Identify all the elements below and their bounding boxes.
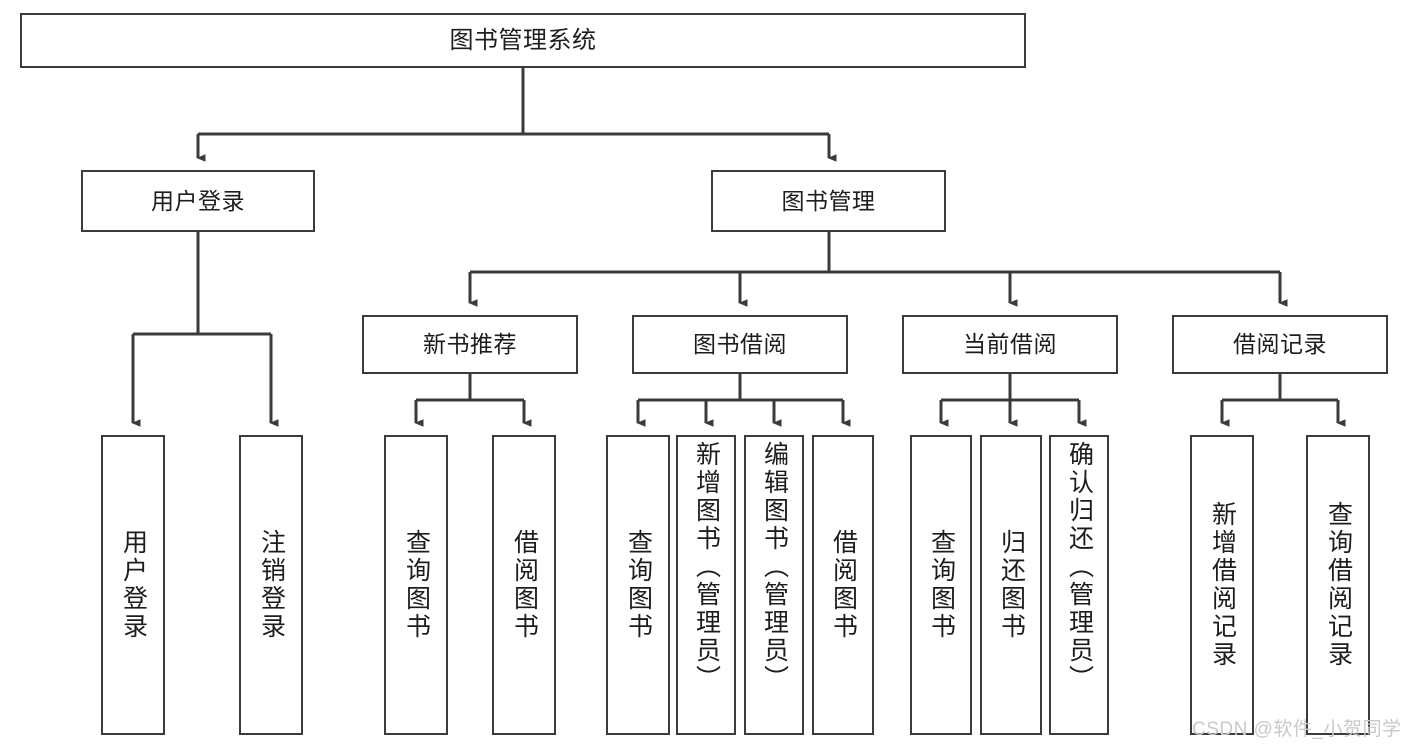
- leaf-bookborrow-add-book-label: 新增图书（管理员）: [692, 441, 721, 693]
- node-current-borrow-label: 当前借阅: [963, 331, 1057, 358]
- node-root-system-label: 图书管理系统: [449, 26, 597, 54]
- leaf-borrowrecord-query-record[interactable]: 查询借阅记录: [1306, 435, 1370, 735]
- leaf-borrowrecord-add-record-label: 新增借阅记录: [1208, 501, 1237, 669]
- leaf-newbook-borrow-book-label: 借阅图书: [510, 529, 539, 641]
- leaf-currentborrow-query-book[interactable]: 查询图书: [910, 435, 972, 735]
- node-user-login[interactable]: 用户登录: [81, 170, 315, 232]
- leaf-bookborrow-borrow-book[interactable]: 借阅图书: [812, 435, 874, 735]
- leaf-newbook-query-book-label: 查询图书: [402, 529, 431, 641]
- leaf-bookborrow-query-book-label: 查询图书: [624, 529, 653, 641]
- leaf-bookborrow-query-book[interactable]: 查询图书: [606, 435, 670, 735]
- watermark-credit: CSDN @软件_小贺同学: [1192, 719, 1402, 740]
- leaf-borrowrecord-add-record[interactable]: 新增借阅记录: [1190, 435, 1254, 735]
- node-book-management-label: 图书管理: [781, 187, 876, 214]
- leaf-currentborrow-confirm-return[interactable]: 确认归还（管理员）: [1049, 435, 1109, 735]
- leaf-bookborrow-edit-book[interactable]: 编辑图书（管理员）: [744, 435, 804, 735]
- leaf-logout-label: 注销登录: [257, 529, 286, 641]
- node-root-system[interactable]: 图书管理系统: [20, 13, 1026, 68]
- leaf-bookborrow-edit-book-label: 编辑图书（管理员）: [760, 441, 789, 693]
- leaf-logout[interactable]: 注销登录: [239, 435, 303, 735]
- node-borrow-record-label: 借阅记录: [1233, 331, 1327, 358]
- leaf-newbook-borrow-book[interactable]: 借阅图书: [492, 435, 556, 735]
- leaf-user-login-label: 用户登录: [119, 529, 148, 641]
- node-current-borrow[interactable]: 当前借阅: [902, 315, 1118, 374]
- node-borrow-record[interactable]: 借阅记录: [1172, 315, 1388, 374]
- node-user-login-label: 用户登录: [151, 187, 245, 214]
- node-new-book-recommend-label: 新书推荐: [423, 331, 517, 358]
- leaf-borrowrecord-query-record-label: 查询借阅记录: [1324, 501, 1353, 669]
- leaf-bookborrow-borrow-book-label: 借阅图书: [829, 529, 858, 641]
- leaf-currentborrow-query-book-label: 查询图书: [927, 529, 956, 641]
- leaf-newbook-query-book[interactable]: 查询图书: [384, 435, 448, 735]
- node-new-book-recommend[interactable]: 新书推荐: [362, 315, 578, 374]
- leaf-user-login[interactable]: 用户登录: [101, 435, 165, 735]
- leaf-currentborrow-confirm-return-label: 确认归还（管理员）: [1065, 441, 1094, 693]
- leaf-currentborrow-return-book-label: 归还图书: [997, 529, 1026, 641]
- leaf-bookborrow-add-book[interactable]: 新增图书（管理员）: [676, 435, 736, 735]
- node-book-management[interactable]: 图书管理: [711, 170, 946, 232]
- node-book-borrow-label: 图书借阅: [693, 331, 787, 358]
- node-book-borrow[interactable]: 图书借阅: [632, 315, 848, 374]
- leaf-currentborrow-return-book[interactable]: 归还图书: [980, 435, 1042, 735]
